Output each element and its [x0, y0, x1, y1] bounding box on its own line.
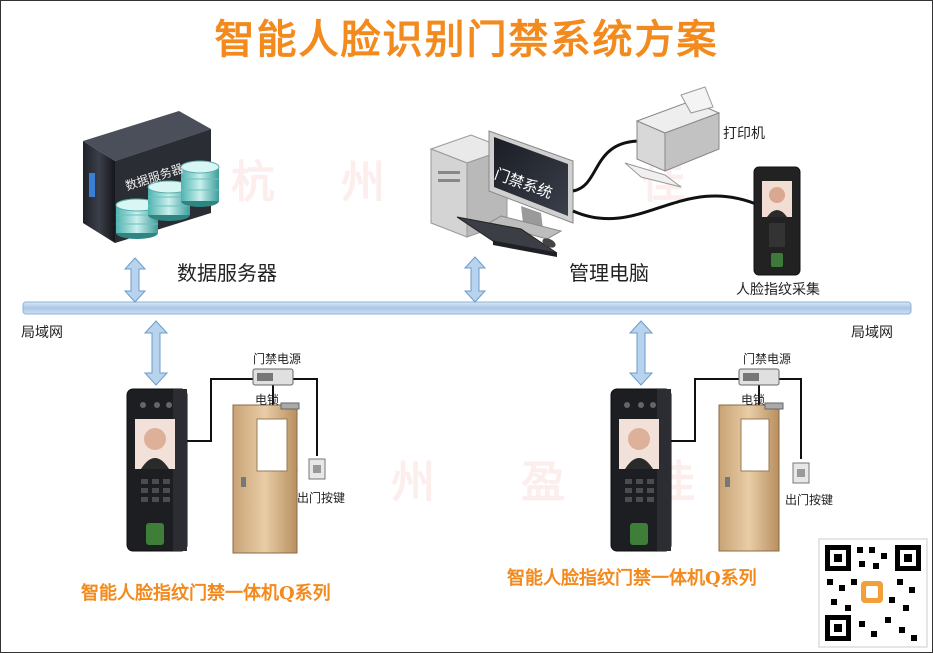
cable-pc-printer: [572, 139, 642, 193]
data-server-icon: [83, 111, 220, 243]
left-wiring: [187, 378, 253, 442]
watermark-char-2: 州: [341, 157, 385, 208]
printer-label: 打印机: [723, 126, 765, 142]
electric-lock-right-label: 电锁: [741, 393, 766, 407]
monitor-icon: [487, 130, 574, 240]
enrollment-device-icon: [753, 166, 801, 276]
arrow-pc-bus: [463, 256, 487, 303]
watermark-char-6: 州: [391, 457, 435, 508]
qr-code-icon: [818, 538, 928, 648]
watermark-char-7: 盈: [521, 457, 565, 508]
left-door-icon: [232, 402, 300, 554]
door-power-left-label: 门禁电源: [253, 352, 302, 366]
printer-icon: [624, 86, 721, 188]
lan-left-label: 局域网: [21, 325, 63, 341]
left-exit-button-icon: [308, 458, 326, 480]
left-terminal-icon: [126, 388, 188, 552]
data-server-label: 数据服务器: [177, 261, 277, 285]
watermark-char-1: 杭: [231, 157, 275, 208]
arrow-bus-left-terminal: [143, 320, 169, 386]
door-power-right-label: 门禁电源: [743, 352, 792, 366]
arrow-bus-right-terminal: [628, 320, 654, 386]
diagram-title: 智能人脸识别门禁系统方案: [214, 17, 719, 63]
arrow-server-bus: [123, 257, 147, 303]
right-door-icon: [718, 402, 784, 552]
keyboard-icon: [456, 216, 558, 257]
face-fingerprint-capture-label: 人脸指纹采集: [736, 282, 820, 298]
right-exit-button-icon: [792, 462, 810, 484]
lan-bus: [22, 301, 912, 315]
right-terminal-icon: [610, 388, 672, 552]
left-wiring-2: [293, 378, 318, 456]
management-pc-label: 管理电脑: [569, 261, 649, 285]
right-wiring-2: [779, 378, 802, 459]
exit-button-left-label: 出门按键: [297, 491, 346, 505]
right-wiring: [671, 378, 739, 442]
electric-lock-left-label: 电锁: [255, 393, 280, 407]
left-power-supply-icon: [252, 368, 294, 386]
lan-right-label: 局域网: [851, 325, 893, 341]
cable-pc-enroller: [572, 194, 762, 221]
left-device-caption: 智能人脸指纹门禁一体机Q系列: [81, 583, 331, 604]
mouse-icon: [542, 238, 556, 248]
right-power-supply-icon: [738, 368, 780, 386]
exit-button-right-label: 出门按键: [785, 493, 834, 507]
right-device-caption: 智能人脸指纹门禁一体机Q系列: [507, 568, 757, 589]
